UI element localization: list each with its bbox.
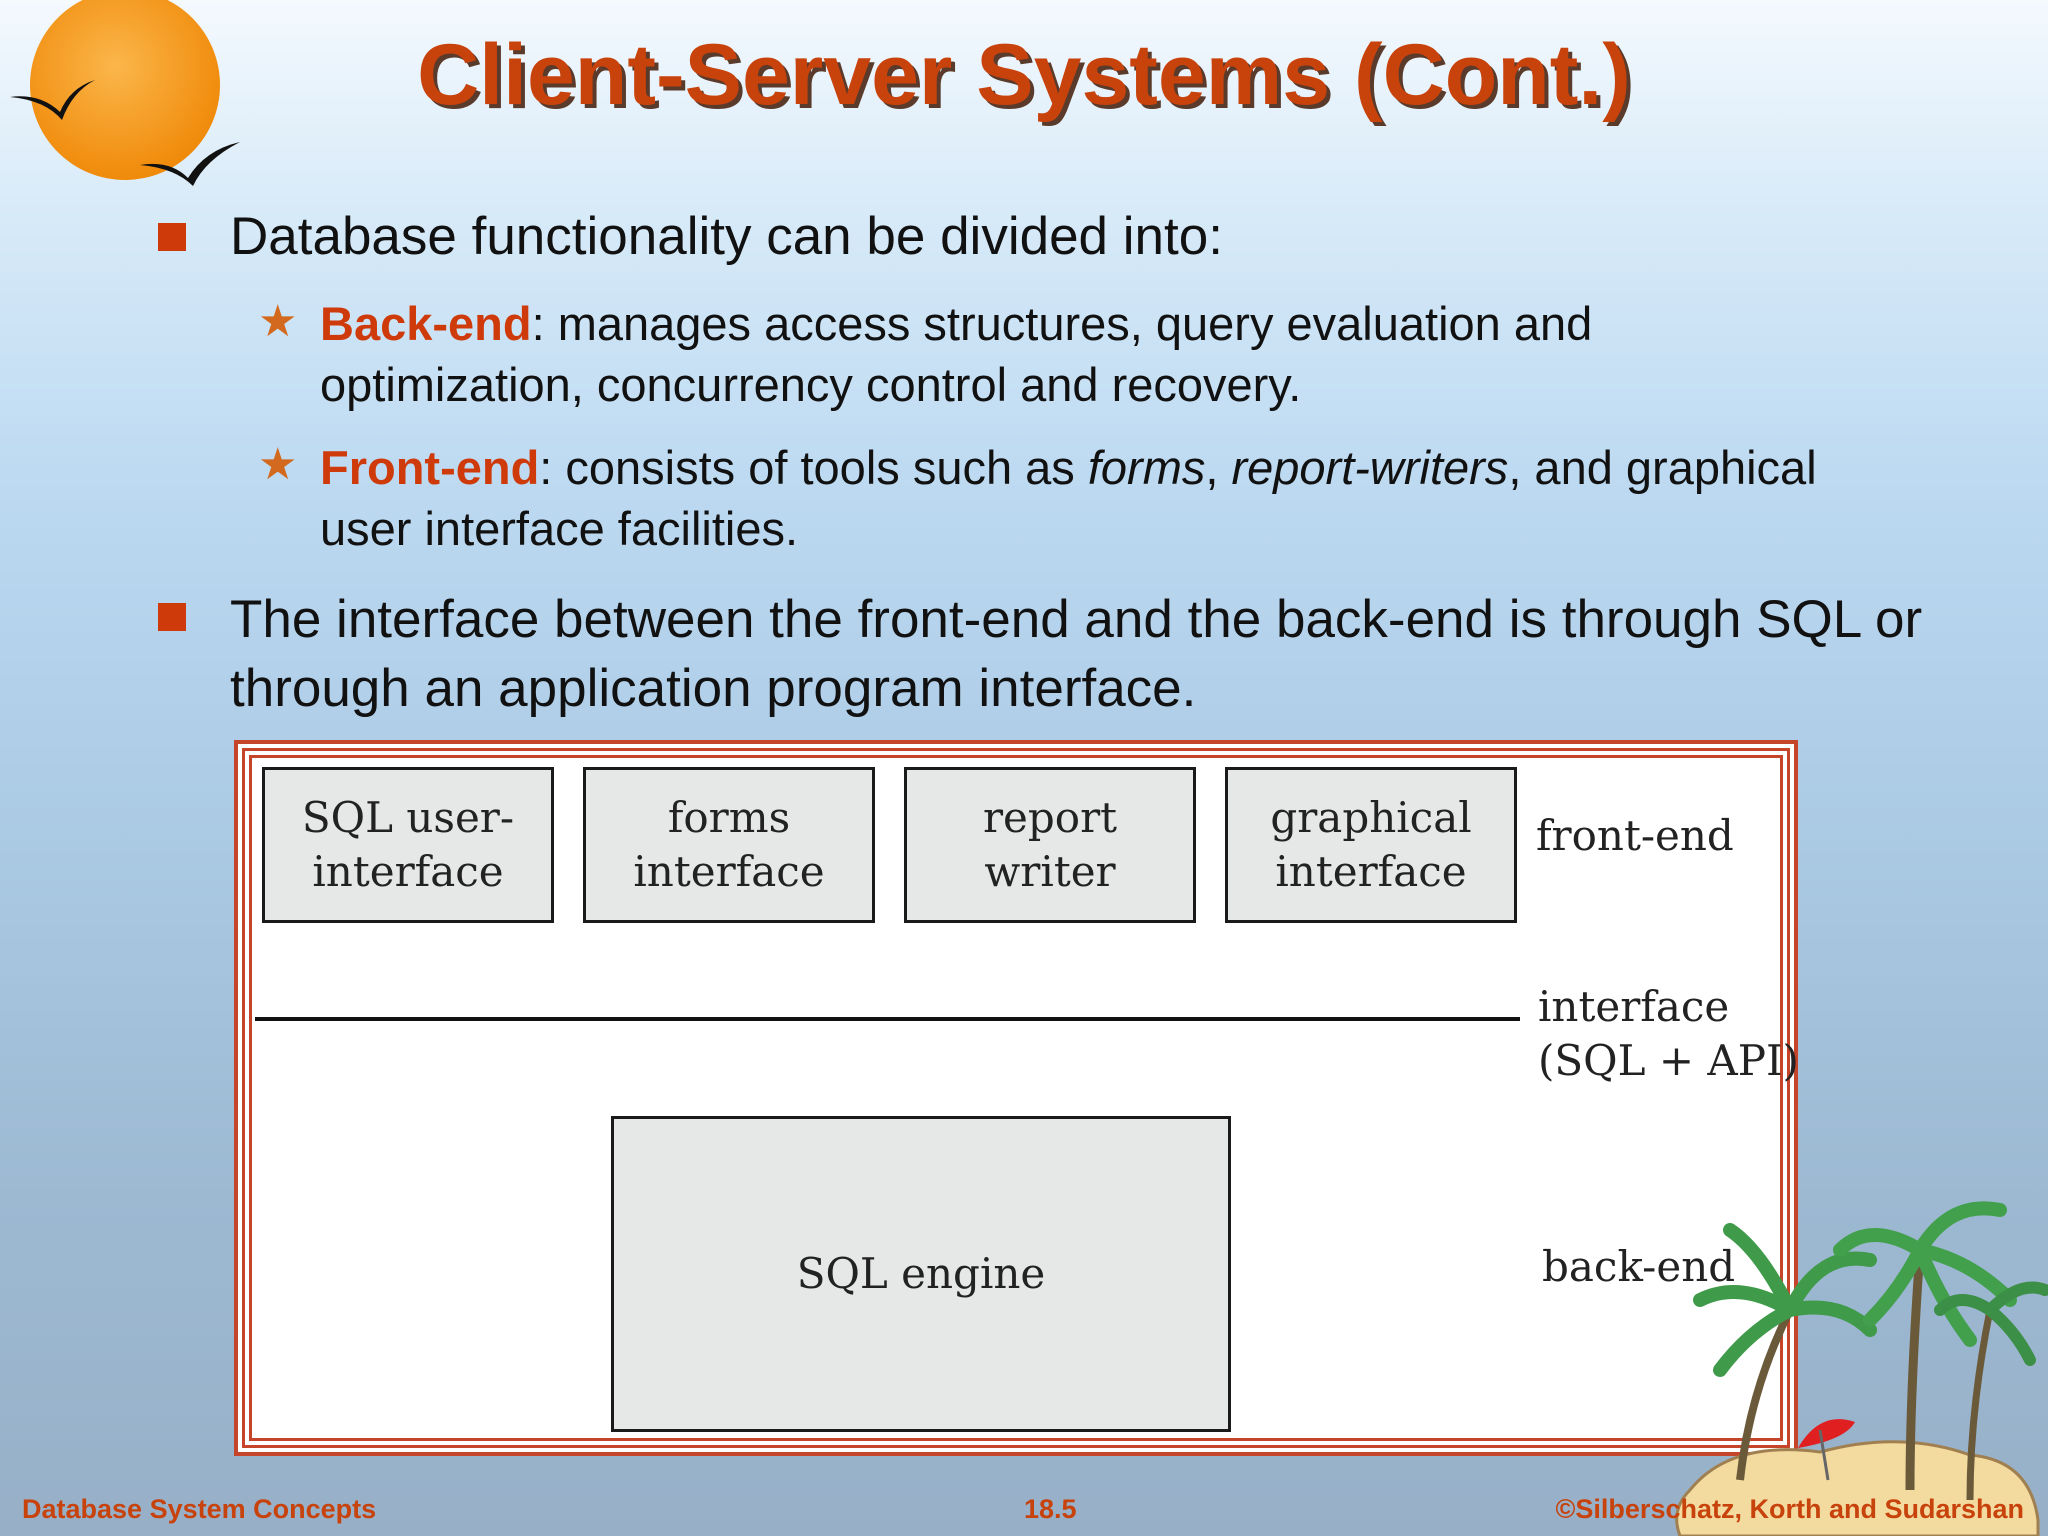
back-end-description: : manages access structures, query evalu…	[320, 297, 1593, 411]
bullet-square-icon	[158, 603, 186, 631]
front-end-description-b: , and graphical user interface facilitie…	[320, 441, 1817, 555]
bullet-2: The interface between the front-end and …	[230, 590, 1923, 718]
sun-logo-icon	[10, 0, 240, 186]
footer-page-number: 18.5	[1024, 1494, 1077, 1524]
palm-tree-island-icon	[1675, 1201, 2048, 1536]
footer-course-name: Database System Concepts	[22, 1494, 377, 1524]
sub-bullet-back-end: Back-end: manages access structures, que…	[320, 293, 1820, 415]
forms-term: forms	[1087, 441, 1206, 494]
box-graphical-interface: graphical interface	[1225, 767, 1517, 923]
bullet-1: Database functionality can be divided in…	[230, 207, 1223, 266]
term-front-end: Front-end	[320, 441, 540, 494]
report-writers-term: report-writers	[1231, 441, 1509, 494]
label-front-end: front-end	[1536, 811, 1734, 860]
label-back-end: back-end	[1542, 1242, 1736, 1291]
box-forms-interface: forms interface	[583, 767, 875, 923]
footer-copyright: ©Silberschatz, Korth and Sudarshan	[1555, 1494, 2024, 1524]
label-interface: interface (SQL + API)	[1538, 982, 1799, 1085]
front-end-comma: ,	[1205, 441, 1232, 494]
box-report-writer: report writer	[904, 767, 1196, 923]
interface-line	[255, 1017, 1520, 1021]
star-bullet-icon: ★	[258, 440, 298, 489]
box-sql-user-interface: SQL user- interface	[262, 767, 554, 923]
box-sql-engine: SQL engine	[611, 1116, 1231, 1432]
front-end-description-a: : consists of tools such as	[539, 441, 1088, 494]
bullet-square-icon	[158, 223, 186, 251]
star-bullet-icon: ★	[258, 297, 298, 346]
term-back-end: Back-end	[320, 297, 532, 350]
sub-bullet-front-end: Front-end: consists of tools such as for…	[320, 437, 1820, 559]
slide-title: Client-Server Systems (Cont.)	[417, 27, 1631, 123]
